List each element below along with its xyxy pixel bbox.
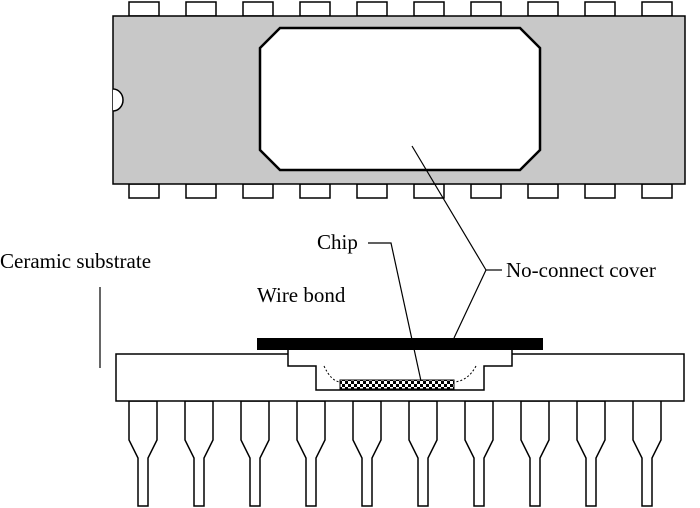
pin-one-notch	[112, 88, 124, 112]
no-connect-cover-label: No-connect cover	[506, 258, 656, 282]
bottom-pin	[185, 183, 217, 199]
chip-die	[339, 379, 455, 390]
top-pin	[527, 1, 559, 17]
chip-leader	[368, 242, 422, 382]
side-view-pins	[128, 397, 662, 507]
top-pin	[413, 1, 445, 17]
no-connect-cover-lid	[257, 338, 543, 350]
top-pin	[299, 1, 331, 17]
cover-leader-side	[453, 269, 487, 339]
top-view-upper-pins	[128, 1, 673, 17]
wire-bond-left	[323, 365, 341, 383]
bottom-pin	[356, 183, 388, 199]
bottom-pin	[242, 183, 274, 199]
cover-leader-top	[411, 145, 487, 271]
top-pin	[128, 1, 160, 17]
side-pin	[632, 397, 662, 507]
bottom-pin	[128, 183, 160, 199]
top-pin	[584, 1, 616, 17]
wire-bond-label: Wire bond	[257, 283, 346, 307]
side-pin	[296, 400, 326, 507]
side-pin	[408, 400, 438, 507]
side-pin	[464, 400, 494, 507]
top-pin	[470, 1, 502, 17]
side-pin	[184, 400, 214, 507]
top-pin	[641, 1, 673, 17]
bottom-pin	[299, 183, 331, 199]
leader-lines	[99, 145, 502, 382]
bottom-pin	[527, 183, 559, 199]
top-view-lower-pins	[128, 183, 673, 199]
ceramic-substrate-label: Ceramic substrate	[0, 249, 151, 273]
side-pin	[240, 400, 270, 507]
bottom-pin	[641, 183, 673, 199]
side-pin	[128, 400, 158, 507]
bottom-pin	[470, 183, 502, 199]
side-pin	[576, 400, 606, 507]
side-view-package	[115, 338, 685, 507]
side-pin	[520, 400, 550, 507]
top-pin	[356, 1, 388, 17]
side-pin	[352, 400, 382, 507]
top-view-package	[112, 1, 686, 199]
bottom-pin	[584, 183, 616, 199]
chip-label: Chip	[317, 230, 358, 254]
cover-window	[258, 26, 542, 172]
top-pin	[242, 1, 274, 17]
top-pin	[185, 1, 217, 17]
